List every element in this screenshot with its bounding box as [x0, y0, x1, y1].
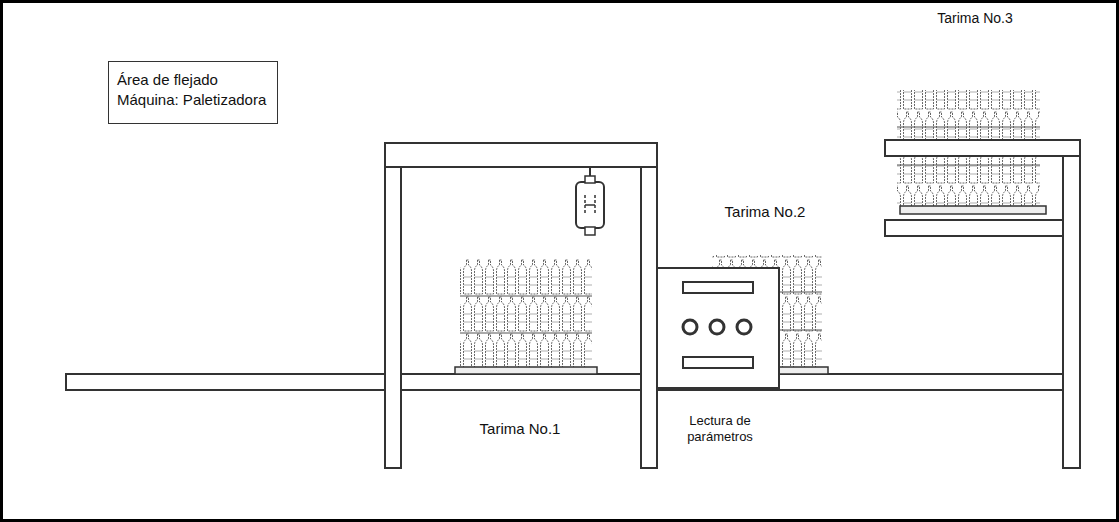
lift-post	[1063, 140, 1080, 468]
part-label: Tarima No.2	[720, 203, 810, 222]
pallet	[900, 206, 1046, 214]
lift-shelf	[885, 220, 1063, 236]
film-roll	[576, 182, 604, 228]
part-label: Tarima No.3	[925, 10, 1025, 28]
box-text: Área de flejado Máquina: Paletizadora	[117, 70, 269, 109]
machine-leg	[385, 167, 401, 468]
machine-leg	[641, 167, 657, 468]
conveyor	[66, 374, 1080, 390]
part-label: Tarima No.1	[470, 420, 570, 439]
machine-top	[385, 143, 657, 167]
bottle-stack	[460, 258, 592, 368]
control-panel	[657, 268, 779, 388]
lift-shelf	[885, 140, 1080, 156]
pallet	[455, 367, 597, 374]
part-label: Lectura de parámetros	[665, 413, 775, 446]
title-box: Área de flejado Máquina: Paletizadora	[108, 61, 278, 124]
